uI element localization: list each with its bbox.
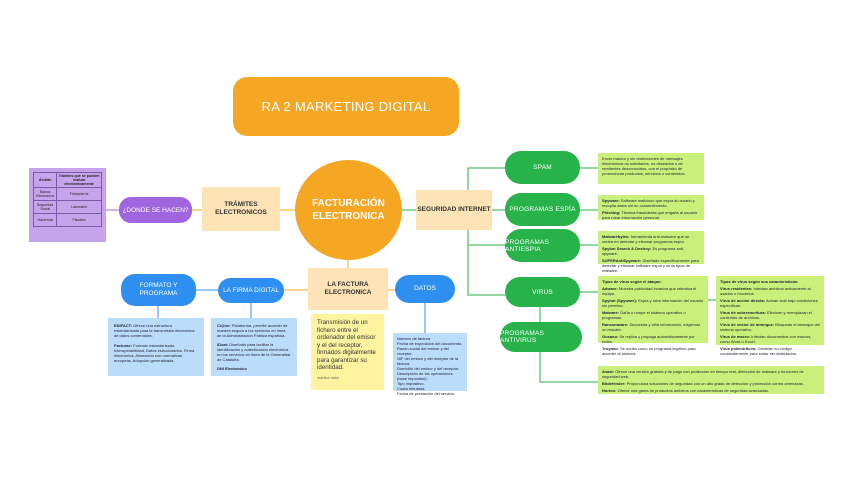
tramites-node[interactable]: TRÁMITES ELECTRONICOS xyxy=(202,187,280,231)
table-header: Trámites que se pueden realizar electrón… xyxy=(56,172,102,188)
table-row: Seguridad Social Laborales xyxy=(32,200,102,214)
table-cell: Financieros xyxy=(56,187,102,201)
table-header: Ámbito xyxy=(32,172,58,188)
note-title: Tipos de virus según sus características… xyxy=(720,279,799,284)
line-antivirus-note xyxy=(539,350,598,383)
formato-node[interactable]: FORMATO Y PROGRAMA xyxy=(121,274,196,306)
note-item: Virus de sector de arranque: Bloquean el… xyxy=(720,322,820,332)
list-item: Número de factura xyxy=(397,336,431,341)
spam-node[interactable]: SPAM xyxy=(505,151,580,184)
list-item: Tipo impositivo. xyxy=(397,381,425,386)
note-item: Virus de macro: Infectan documentos con … xyxy=(720,334,812,344)
table-cell: Seguridad Social xyxy=(32,200,58,214)
table-cell: Banca Electrónica xyxy=(32,187,58,201)
la-factura-node[interactable]: LA FACTURA ELECTRONICA xyxy=(308,268,388,310)
table-header-row: Ámbito Trámites que se pueden realizar e… xyxy=(32,172,102,188)
list-item: Domicilio del emisor y del receptor. xyxy=(397,366,460,371)
datos-node[interactable]: DATOS xyxy=(395,275,455,303)
note-item: Troyano: Se oculta como un programa legí… xyxy=(602,346,696,356)
ambito-table-box: Ámbito Trámites que se pueden realizar e… xyxy=(29,168,106,242)
line-seguridad-trunk xyxy=(467,225,505,296)
sticky-text: Transmisión de un fichero entre el orden… xyxy=(317,319,376,371)
donde-node[interactable]: ¿DONDE SE HACEN? xyxy=(119,197,192,223)
antiespia-note: Malwarebytes: herramienta anti-malware q… xyxy=(598,231,704,273)
line-seguridad-spam xyxy=(467,167,505,195)
note-item: Malware: Daña o rompe el sistema operati… xyxy=(602,310,686,320)
formato-note: EDIFACT: Ofrece una estructura estandari… xyxy=(108,318,204,376)
note-item: Avast: Ofrece una versión gratuita y de … xyxy=(602,369,804,379)
table-row: Hacienda Fiscales xyxy=(32,213,102,227)
firma-note: Cl@ve: Plataforma, permite acceder de ma… xyxy=(211,318,297,376)
note-item: Ransomware: Secuestra y cifra informació… xyxy=(602,322,701,332)
note-item: Phishing: Técnica fraudulenta que engaña… xyxy=(602,210,698,220)
espia-note: Spyware: Software malicioso que espía al… xyxy=(598,195,704,220)
note-item: Facturae: Formato estandarizado, Interop… xyxy=(114,343,195,363)
list-item: Razón social del emisor y del receptor. xyxy=(397,346,450,356)
table-cell: Fiscales xyxy=(56,213,102,227)
note-item: Virus residentes: Infectan archivos acti… xyxy=(720,286,811,296)
note-title: Tipos de virus según el ataque: xyxy=(602,279,662,284)
central-node[interactable]: FACTURACIÓN ELECTRONICA xyxy=(295,160,402,260)
note-item: EDIFACT: Ofrece una estructura estandari… xyxy=(114,323,195,338)
note-item: Cl@ve: Plataforma, permite acceder de ma… xyxy=(217,323,288,338)
virus-ataque-note: Tipos de virus según el ataque: Adware: … xyxy=(598,276,708,356)
note-item: Spyhot (Spyware): Espía y roba informaci… xyxy=(602,298,704,308)
spam-note-text: Envío masivo y sin restricciones de mens… xyxy=(602,156,686,176)
note-item: DNI Electrónico xyxy=(217,366,247,371)
virus-node[interactable]: VIRUS xyxy=(505,277,580,307)
list-item: Cuota tributaria. xyxy=(397,386,426,391)
antivirus-node[interactable]: PROGRAMAS ANTIVIRUS xyxy=(500,322,582,352)
seguridad-node[interactable]: SEGURIDAD INTERNET xyxy=(416,190,492,230)
list-item: Fecha de prestación del servicio. xyxy=(397,391,456,396)
page-title: RA 2 MARKETING DIGITAL xyxy=(233,77,459,136)
note-item: Malwarebytes: herramienta anti-malware q… xyxy=(602,234,690,244)
note-item: Spybot Search & Destroy: Es programa ant… xyxy=(602,246,685,256)
spam-note: Envío masivo y sin restricciones de mens… xyxy=(598,153,704,184)
note-item: Virus polimórficos: Cambian su código co… xyxy=(720,346,797,356)
antiespia-node[interactable]: PROGRAMAS ANTIESPIA xyxy=(505,229,580,262)
note-item: Bitdefender: Proporciona soluciones de s… xyxy=(602,381,804,386)
note-item: SUPERAntiSpyware: Diseñado específicamen… xyxy=(602,258,699,273)
table-cell: Hacienda xyxy=(32,213,58,227)
note-item: Adware: Muestra publicidad invasiva que … xyxy=(602,286,697,296)
note-item: Gusano: Se replica y propaga automáticam… xyxy=(602,334,695,344)
list-item: Descripción de las operaciones (base imp… xyxy=(397,371,453,381)
note-item: IDcat: Diseñado para facilitar la identi… xyxy=(217,342,291,362)
note-item: Spyware: Software malicioso que espía al… xyxy=(602,198,695,208)
note-item: Virus de acción directa: Actúan solo baj… xyxy=(720,298,818,308)
note-item: Virus de sobreescritura: Eliminan y reem… xyxy=(720,310,812,320)
list-item: NIF del emisor y del receptor de la fact… xyxy=(397,356,459,366)
virus-caracteristicas-note: Tipos de virus según sus características… xyxy=(716,276,824,356)
ambito-table: Ámbito Trámites que se pueden realizar e… xyxy=(32,172,102,227)
table-cell: Laborales xyxy=(56,200,102,214)
antivirus-note: Avast: Ofrece una versión gratuita y de … xyxy=(598,366,824,394)
factura-sticky-note: Transmisión de un fichero entre el orden… xyxy=(311,314,384,390)
list-item: Fecha de expedición del documento. xyxy=(397,341,463,346)
datos-note: Número de factura Fecha de expedición de… xyxy=(393,333,467,396)
firma-node[interactable]: LA FIRMA DIGITAL xyxy=(218,278,284,303)
sticky-author: martina rubio xyxy=(317,375,340,380)
note-item: Norton: Ofrece una gama de productos ant… xyxy=(602,388,769,393)
table-row: Banca Electrónica Financieros xyxy=(32,187,102,201)
espia-node[interactable]: PROGRAMAS ESPÍA xyxy=(505,193,580,226)
